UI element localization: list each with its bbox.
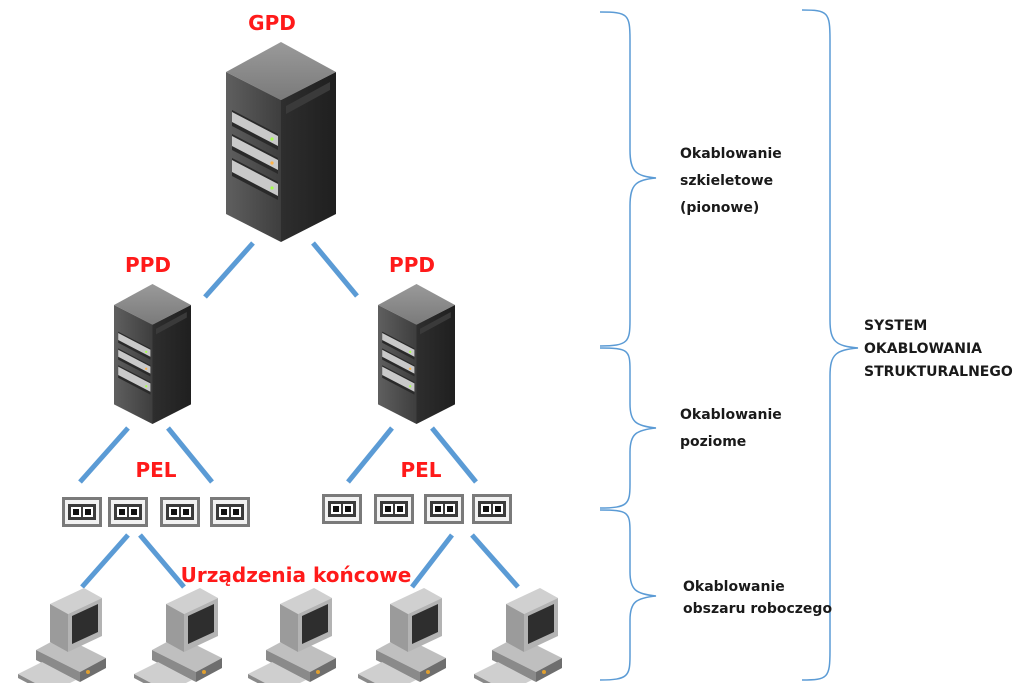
link-ppd-right-pel-4 bbox=[430, 426, 478, 484]
link-pel-pc-2 bbox=[138, 533, 186, 589]
gpd-label: GPD bbox=[248, 11, 296, 35]
horizontal-label: Okablowanie poziome bbox=[680, 407, 787, 450]
link-gpd-ppd-right bbox=[311, 241, 359, 298]
backbone-label: Okablowanie szkieletowe (pionowe) bbox=[680, 146, 787, 216]
link-ppd-left-pel-4 bbox=[166, 426, 214, 484]
outlet-icon bbox=[62, 497, 102, 527]
ppd-right-label: PPD bbox=[389, 253, 435, 277]
link-gpd-ppd-left bbox=[203, 241, 255, 299]
system-line-1: SYSTEM bbox=[864, 318, 927, 334]
computer-icon bbox=[134, 588, 222, 683]
brace-backbone bbox=[599, 11, 657, 347]
ppd-left-label: PPD bbox=[125, 253, 171, 277]
system-line-3: STRUKTURALNEGO bbox=[864, 364, 1013, 380]
link-ppd-left-pel-1 bbox=[78, 426, 130, 484]
computer-icon bbox=[358, 588, 446, 683]
work-area-label: Okablowanie obszaru roboczego bbox=[683, 579, 832, 617]
backbone-line-2: szkieletowe bbox=[680, 173, 773, 189]
outlet-icon bbox=[424, 494, 464, 524]
link-pel-pc-4 bbox=[410, 533, 454, 589]
computer-icon bbox=[474, 588, 562, 683]
ppd-right-rack-icon bbox=[378, 284, 455, 424]
outlet-icon bbox=[374, 494, 414, 524]
system-label: SYSTEM OKABLOWANIA STRUKTURALNEGO bbox=[864, 318, 1013, 380]
brace-work-area bbox=[599, 509, 657, 681]
ppd-left-rack-icon bbox=[114, 284, 191, 424]
pel-right-outlets bbox=[322, 494, 512, 524]
outlet-icon bbox=[210, 497, 250, 527]
link-pel-pc-5 bbox=[470, 533, 520, 589]
link-pel-pc-1 bbox=[80, 533, 130, 589]
horizontal-line-1: Okablowanie bbox=[680, 407, 782, 423]
end-devices-label: Urządzenia końcowe bbox=[181, 563, 412, 587]
computer-icon bbox=[248, 588, 336, 683]
outlet-icon bbox=[108, 497, 148, 527]
brace-horizontal bbox=[599, 347, 657, 509]
backbone-line-1: Okablowanie bbox=[680, 146, 782, 162]
work-area-line-1: Okablowanie bbox=[683, 579, 785, 595]
gpd-rack-icon bbox=[226, 42, 336, 242]
outlet-icon bbox=[160, 497, 200, 527]
outlet-icon bbox=[472, 494, 512, 524]
work-area-line-2: obszaru roboczego bbox=[683, 601, 832, 617]
system-line-2: OKABLOWANIA bbox=[864, 341, 982, 357]
pel-right-label: PEL bbox=[400, 458, 441, 482]
links bbox=[78, 241, 520, 589]
horizontal-line-2: poziome bbox=[680, 434, 746, 450]
outlet-icon bbox=[322, 494, 362, 524]
pel-left-outlets bbox=[62, 497, 250, 527]
brace-system bbox=[801, 9, 859, 681]
link-ppd-right-pel-1 bbox=[346, 426, 394, 484]
pel-left-label: PEL bbox=[135, 458, 176, 482]
computer-icon bbox=[18, 588, 106, 683]
backbone-line-3: (pionowe) bbox=[680, 200, 759, 216]
